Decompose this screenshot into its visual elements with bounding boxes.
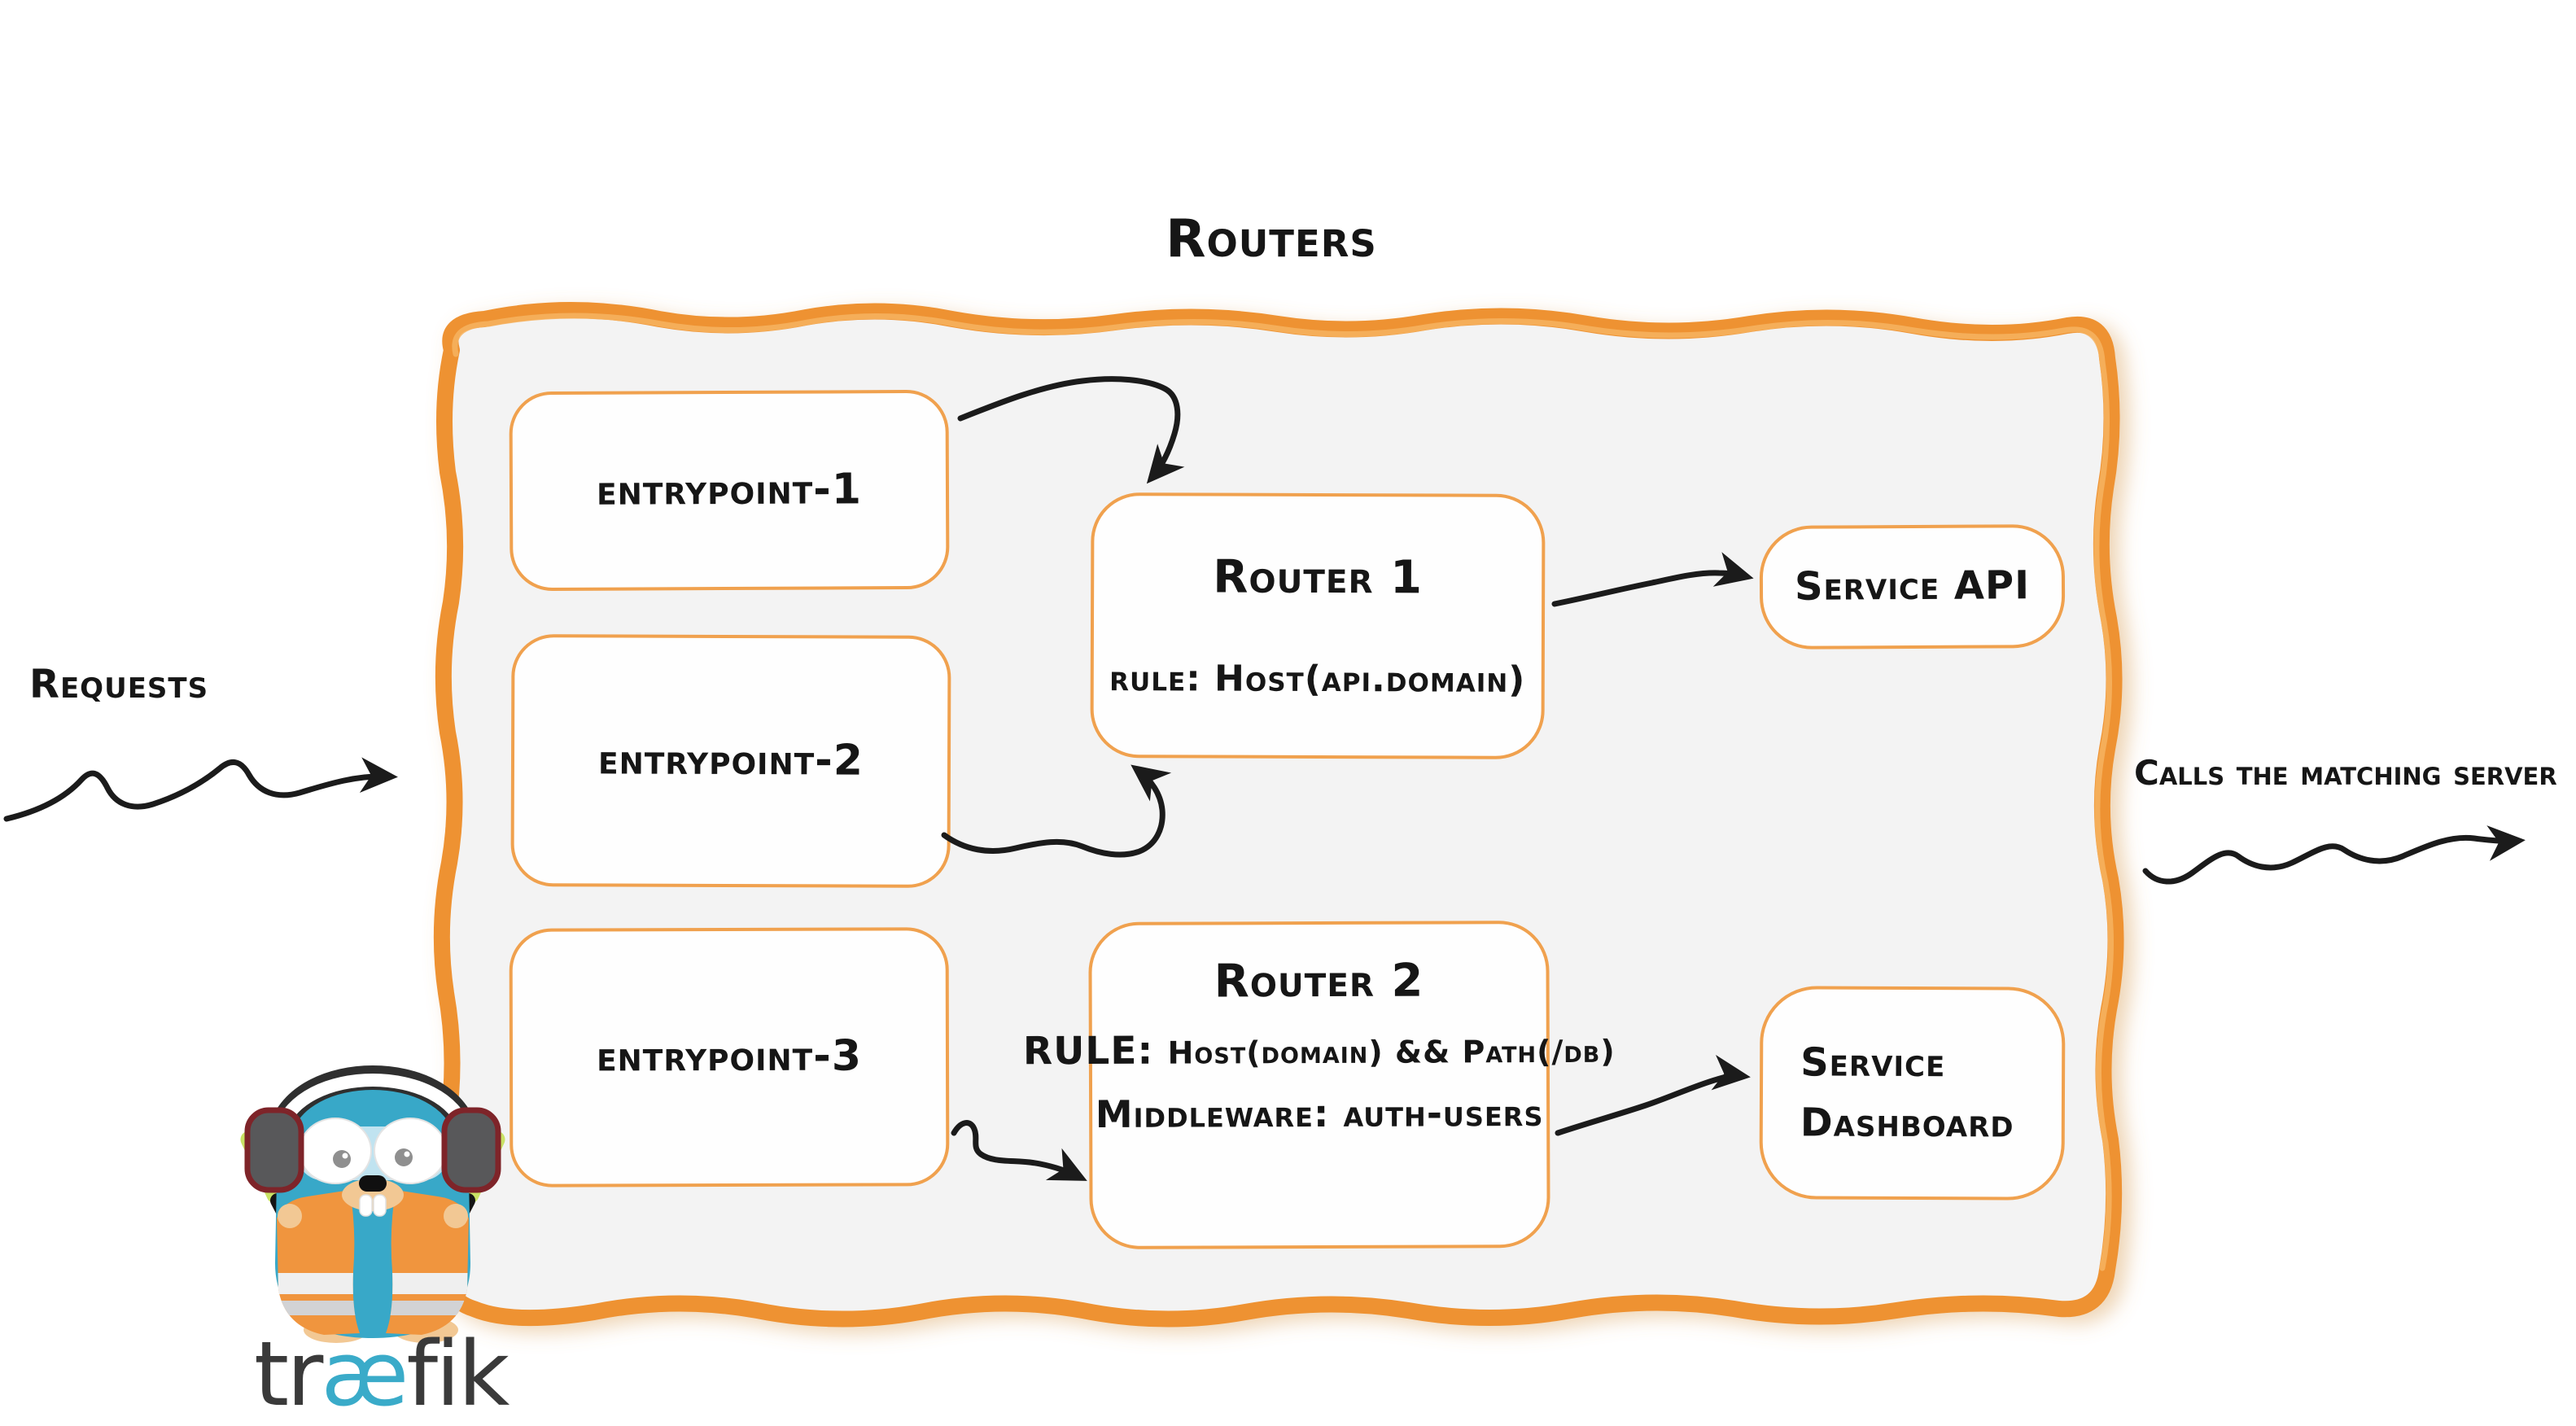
gopher-eye-right bbox=[374, 1118, 447, 1184]
service-api-box: Service API bbox=[1759, 524, 2066, 650]
router-2-rule: RULE: Host(domain) && Path(/db) bbox=[1023, 1028, 1616, 1074]
gopher-tooth-right bbox=[373, 1194, 387, 1217]
wordmark-pre: tr bbox=[254, 1322, 323, 1426]
entrypoint-2-label: entrypoint-2 bbox=[597, 735, 864, 785]
router-2-rule-value: Host(domain) && Path(/db) bbox=[1167, 1034, 1616, 1072]
service-dashboard-label-line2: Dashboard bbox=[1800, 1100, 2014, 1147]
service-dashboard-label-line1: Service bbox=[1800, 1039, 1946, 1086]
router-2-rule-label: RULE: bbox=[1022, 1029, 1168, 1074]
wordmark-ae-ligature: æ bbox=[321, 1322, 409, 1426]
gopher-headphones-icon bbox=[244, 1065, 501, 1193]
gopher-nose bbox=[359, 1175, 387, 1192]
router-1-rule-label: rule: bbox=[1109, 657, 1215, 700]
page-title: Routers bbox=[1166, 209, 1377, 269]
gopher-pupil-glint-right bbox=[404, 1151, 410, 1157]
router-2-name: Router 2 bbox=[1214, 954, 1424, 1008]
traefik-wordmark: træfik bbox=[254, 1322, 510, 1426]
entrypoint-3-label: entrypoint-3 bbox=[596, 1031, 863, 1082]
container-border-highlight bbox=[452, 313, 2115, 1271]
gopher-eye-left bbox=[299, 1118, 372, 1184]
router-1-rule: rule: Host(api.domain) bbox=[1109, 658, 1525, 701]
router-1-box: Router 1 rule: Host(api.domain) bbox=[1090, 492, 1546, 759]
gopher-hand-left bbox=[278, 1204, 302, 1228]
router-2-middleware-value: auth-users bbox=[1343, 1091, 1544, 1136]
entrypoint-1-box: entrypoint-1 bbox=[509, 389, 950, 592]
calls-matching-server-label: Calls the matching server bbox=[2134, 753, 2557, 793]
router-1-name: Router 1 bbox=[1213, 550, 1424, 605]
gopher-pupil-glint-left bbox=[342, 1153, 348, 1159]
wordmark-post: fik bbox=[406, 1322, 510, 1426]
gopher-muzzle bbox=[342, 1179, 404, 1211]
gopher-hand-right bbox=[444, 1204, 468, 1228]
gopher-pupil-left bbox=[333, 1150, 351, 1168]
gopher-tooth-left bbox=[359, 1194, 373, 1217]
router-1-rule-value: Host(api.domain) bbox=[1214, 658, 1526, 701]
requests-label: Requests bbox=[29, 662, 209, 707]
service-api-label: Service API bbox=[1794, 562, 2031, 610]
traefik-logo: træfik bbox=[226, 1035, 519, 1426]
entrypoint-2-box: entrypoint-2 bbox=[510, 634, 951, 888]
router-2-middleware: Middleware: auth-users bbox=[1096, 1091, 1544, 1136]
gopher-pupil-right bbox=[395, 1148, 413, 1166]
service-dashboard-box: Service Dashboard bbox=[1759, 986, 2066, 1201]
router-2-box: Router 2 RULE: Host(domain) && Path(/db)… bbox=[1023, 921, 1616, 1249]
entrypoint-1-label: entrypoint-1 bbox=[596, 464, 863, 515]
router-2-middleware-label: Middleware: bbox=[1095, 1091, 1344, 1137]
entrypoint-3-box: entrypoint-3 bbox=[509, 927, 950, 1188]
traefik-gopher-mascot-icon bbox=[240, 1065, 505, 1343]
